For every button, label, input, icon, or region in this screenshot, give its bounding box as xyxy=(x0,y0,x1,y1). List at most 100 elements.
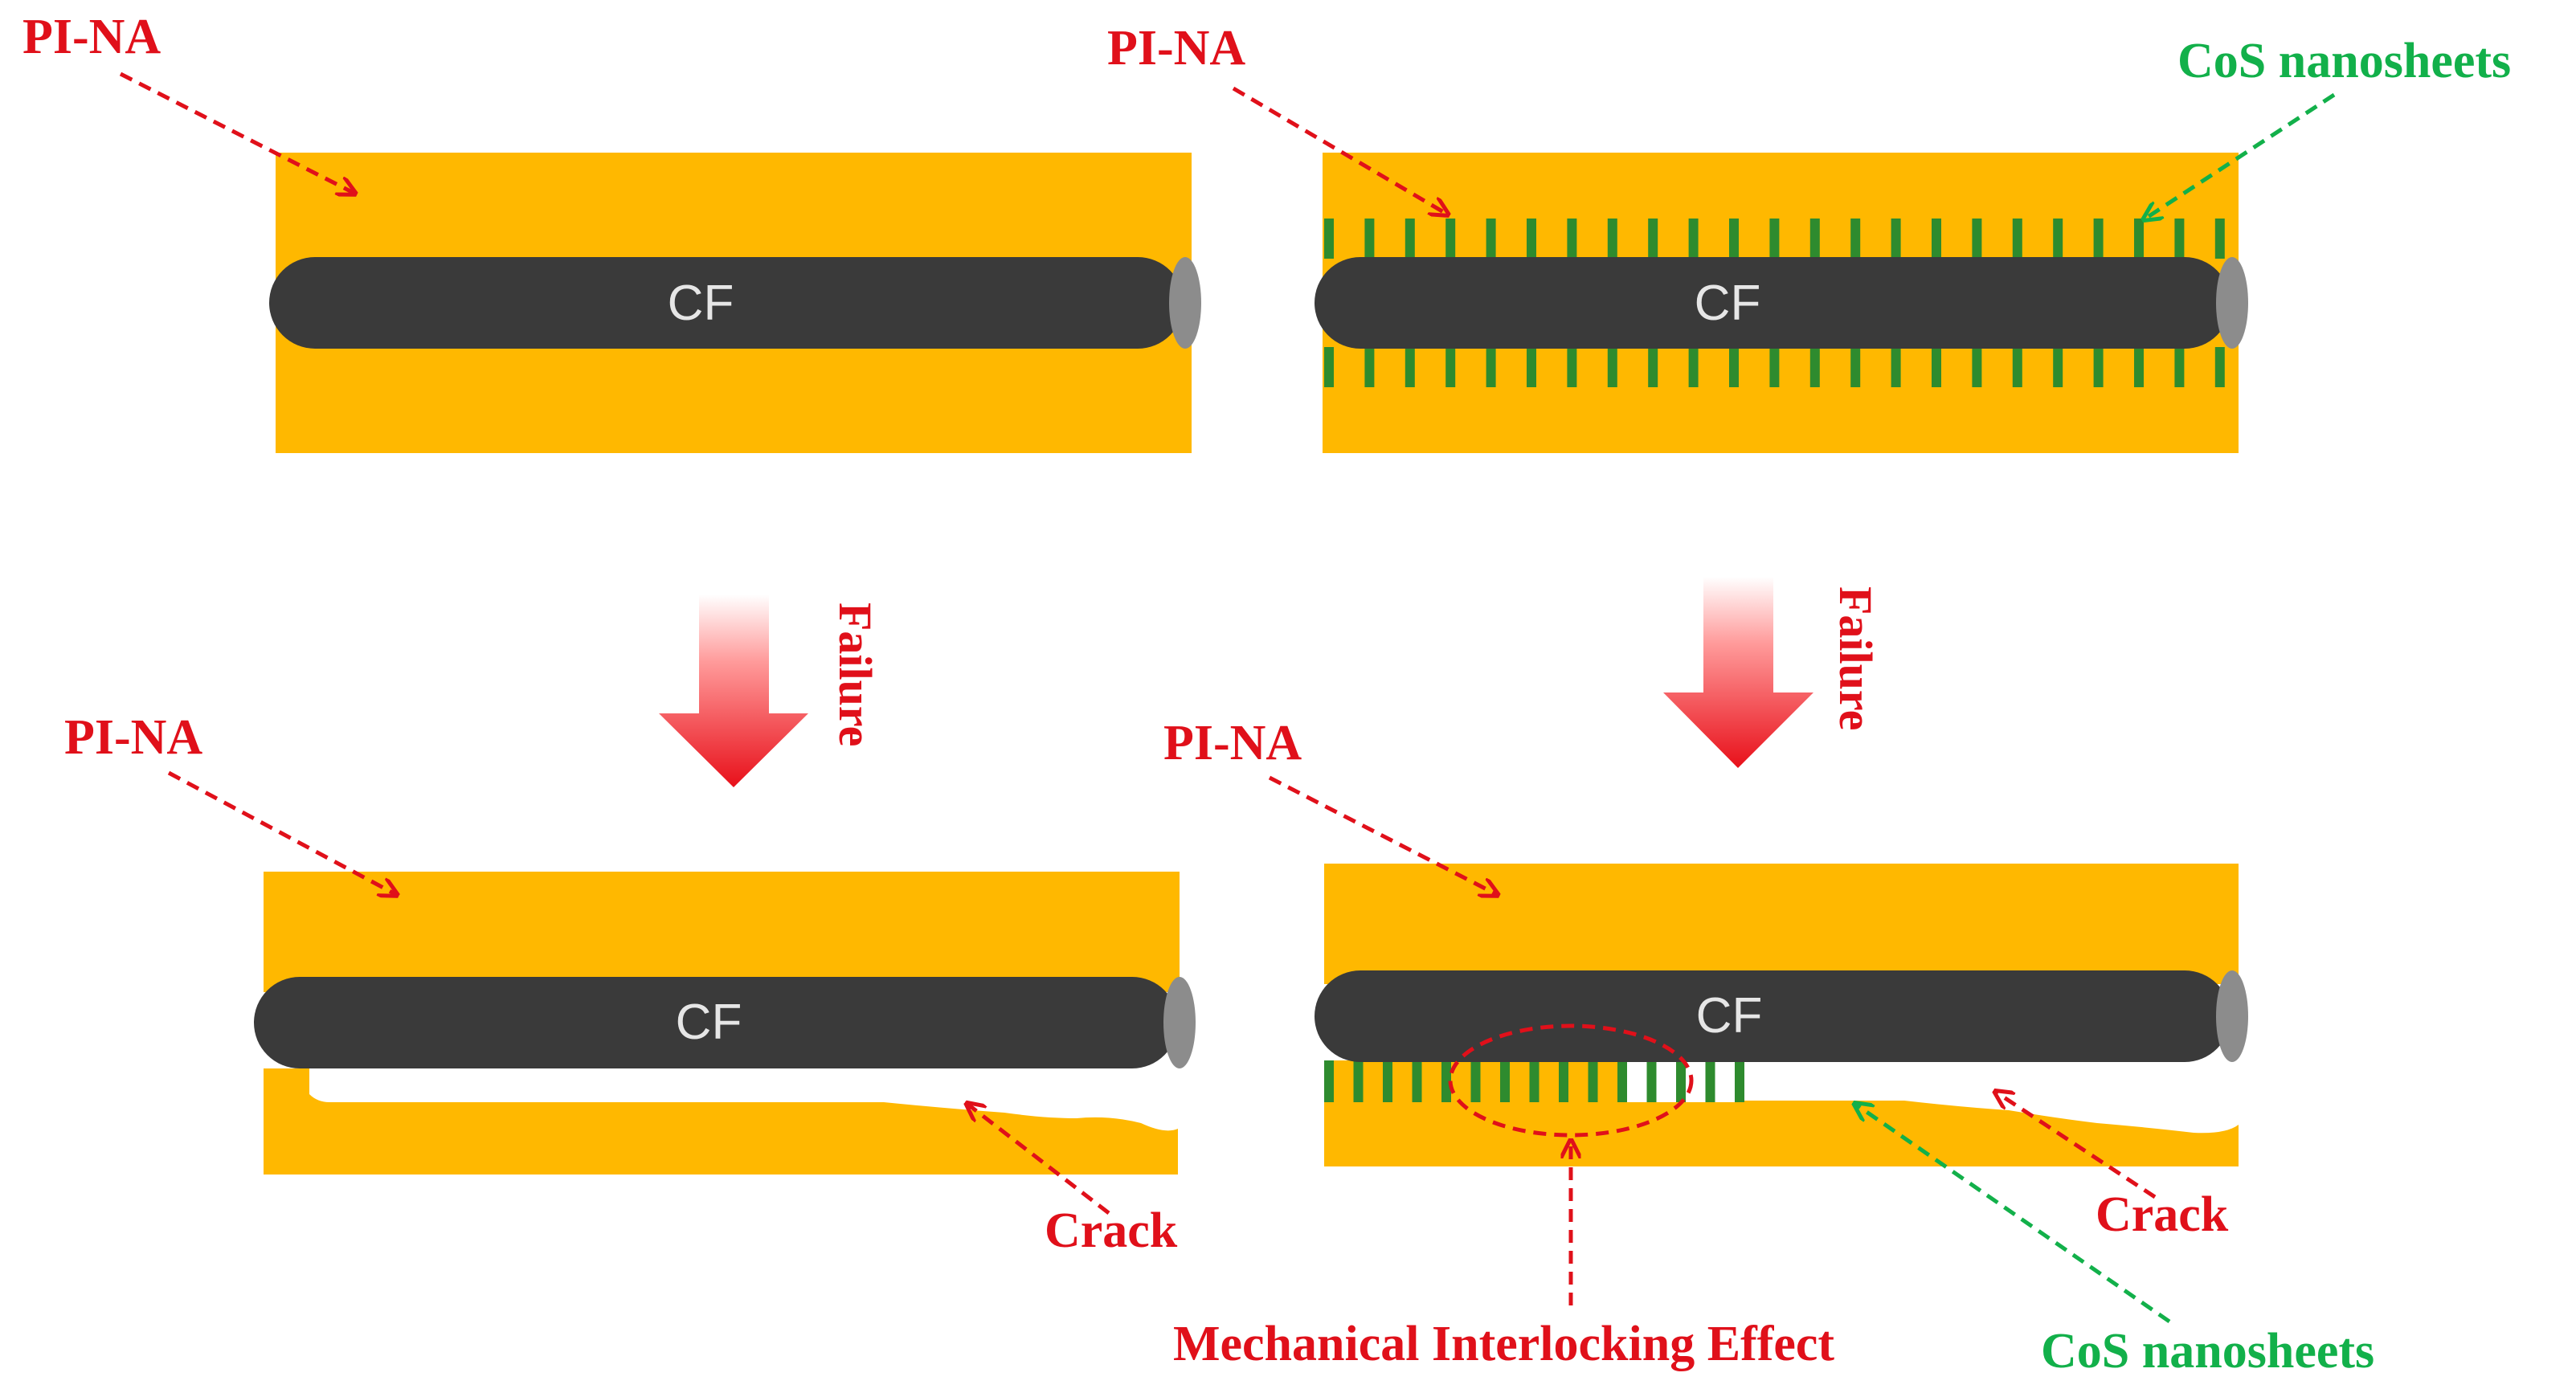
matrix-upper xyxy=(264,872,1180,992)
nanosheet xyxy=(1617,1060,1627,1102)
panel-bottom-right: CF PI-NA Mechanical Interlocking Effect … xyxy=(1163,716,2374,1379)
nanosheet xyxy=(1648,219,1658,259)
nanosheet xyxy=(1364,219,1375,259)
nanosheet xyxy=(1441,1060,1451,1102)
nanosheet xyxy=(1809,347,1820,387)
nanosheet xyxy=(1676,1060,1686,1102)
nanosheet xyxy=(2174,219,2185,259)
fiber-end xyxy=(2216,257,2248,349)
nanosheets-label: CoS nanosheets xyxy=(2041,1324,2374,1379)
nanosheet xyxy=(2174,347,2185,387)
nanosheet xyxy=(1932,219,1941,259)
nanosheet xyxy=(1932,347,1941,387)
panel-top-left: CF PI-NA xyxy=(22,10,1201,453)
nanosheet xyxy=(1470,1060,1481,1102)
fiber-label: CF xyxy=(676,995,742,1050)
panel-top-right: CF PI-NA CoS nanosheets xyxy=(1107,21,2511,453)
crack-label: Crack xyxy=(2096,1187,2229,1242)
nanosheet xyxy=(1405,219,1415,259)
nanosheet xyxy=(1364,347,1375,387)
nanosheet xyxy=(1729,219,1739,259)
crack-pointer-arrow xyxy=(1997,1093,2157,1199)
nanosheet xyxy=(1567,219,1577,259)
carbon-fiber xyxy=(1315,970,2248,1062)
nanosheet xyxy=(1809,219,1820,259)
nanosheet xyxy=(1383,1060,1392,1102)
crack-gap xyxy=(1656,1060,1676,1102)
failure-label: Failure xyxy=(829,603,881,746)
fiber-end xyxy=(1163,977,1196,1068)
nanosheet xyxy=(1850,219,1861,259)
crack-pointer-arrow xyxy=(968,1105,1110,1215)
failure-arrow-left: Failure xyxy=(659,594,881,787)
failure-label: Failure xyxy=(1830,586,1882,730)
crack-gap xyxy=(1715,1060,1735,1102)
nanosheet xyxy=(1445,219,1456,259)
nanosheet xyxy=(2214,219,2225,259)
nanosheet xyxy=(1769,219,1780,259)
nanosheet xyxy=(1445,347,1456,387)
interlocking-label: Mechanical Interlocking Effect xyxy=(1173,1317,1834,1371)
nanosheet xyxy=(2093,219,2104,259)
nanosheets-lower-row xyxy=(1324,347,2225,387)
crack-gap xyxy=(1686,1060,1706,1102)
nanosheet xyxy=(1688,347,1699,387)
matrix-label: PI-NA xyxy=(1163,716,1302,770)
nanosheet xyxy=(1324,1060,1334,1102)
matrix-pointer-arrow xyxy=(1268,775,1496,894)
nanosheet xyxy=(1646,1060,1657,1102)
fiber-end xyxy=(1169,257,1201,349)
carbon-fiber xyxy=(269,257,1201,349)
nanosheet xyxy=(1527,347,1536,387)
nanosheet xyxy=(1769,347,1780,387)
nanosheets-pointer-arrow xyxy=(1856,1105,2171,1324)
matrix-label: PI-NA xyxy=(22,10,161,64)
nanosheet xyxy=(2134,219,2144,259)
nanosheet xyxy=(2093,347,2104,387)
nanosheet xyxy=(1559,1060,1568,1102)
nanosheet xyxy=(1486,219,1496,259)
nanosheet xyxy=(1324,219,1334,259)
carbon-fiber xyxy=(254,977,1196,1068)
nanosheet xyxy=(1567,347,1577,387)
matrix-upper xyxy=(1324,864,2239,984)
nanosheets-label: CoS nanosheets xyxy=(2177,34,2511,88)
nanosheet xyxy=(2053,347,2063,387)
nanosheet xyxy=(1500,1060,1510,1102)
nanosheets-pointer-arrow xyxy=(2145,92,2336,219)
nanosheet xyxy=(1648,347,1658,387)
nanosheet xyxy=(1527,219,1536,259)
nanosheet xyxy=(1891,347,1901,387)
nanosheet xyxy=(1850,347,1861,387)
fiber-label: CF xyxy=(668,276,734,331)
matrix-lower-cracked xyxy=(1324,1060,2239,1166)
fiber-label: CF xyxy=(1696,988,1763,1044)
nanosheet xyxy=(1405,347,1415,387)
nanosheets-upper-row xyxy=(1324,219,2225,259)
failure-arrow-right: Failure xyxy=(1663,577,1882,768)
matrix-label: PI-NA xyxy=(64,710,202,765)
matrix-lower-cracked xyxy=(264,1068,1178,1175)
nanosheet xyxy=(1688,219,1699,259)
nanosheet xyxy=(1486,347,1496,387)
nanosheet xyxy=(1353,1060,1364,1102)
nanosheet xyxy=(1972,219,1982,259)
carbon-fiber xyxy=(1315,257,2248,349)
interlocking-highlight xyxy=(1448,1023,1694,1138)
nanosheet xyxy=(1705,1060,1715,1102)
nanosheet xyxy=(1972,347,1982,387)
nanosheet xyxy=(1891,219,1901,259)
matrix-label: PI-NA xyxy=(1107,21,1245,76)
nanosheet xyxy=(2214,347,2225,387)
nanosheet xyxy=(1324,347,1334,387)
nanosheet xyxy=(2134,347,2144,387)
nanosheet xyxy=(2012,347,2022,387)
nanosheet xyxy=(1607,219,1617,259)
nanosheet xyxy=(1735,1060,1744,1102)
crack-gap xyxy=(1627,1060,1647,1102)
nanosheet xyxy=(1607,347,1617,387)
nanosheet xyxy=(1412,1060,1422,1102)
nanosheet xyxy=(1729,347,1739,387)
nanosheet xyxy=(1588,1060,1598,1102)
